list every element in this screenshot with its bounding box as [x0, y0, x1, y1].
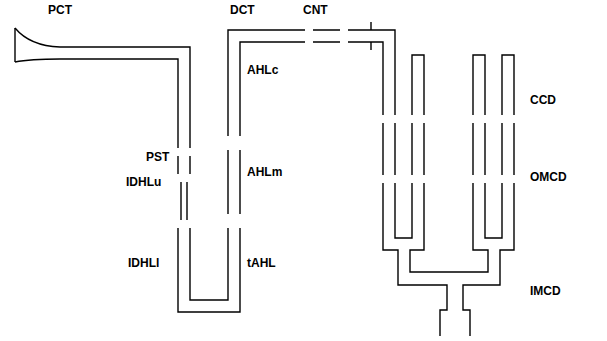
segment-label: IDHLl	[128, 256, 159, 270]
segment-label: IDHLu	[126, 175, 161, 189]
segment-label: IMCD	[530, 284, 561, 298]
segment-label: DCT	[230, 3, 255, 17]
segment-label: PST	[146, 150, 169, 164]
segment-label: PCT	[48, 3, 72, 17]
segment-label: tAHL	[247, 256, 276, 270]
segment-label: AHLm	[247, 165, 282, 179]
segment-label: CNT	[303, 3, 328, 17]
segment-label: OMCD	[530, 170, 567, 184]
segment-label: CCD	[530, 93, 556, 107]
segment-label: AHLc	[247, 63, 278, 77]
